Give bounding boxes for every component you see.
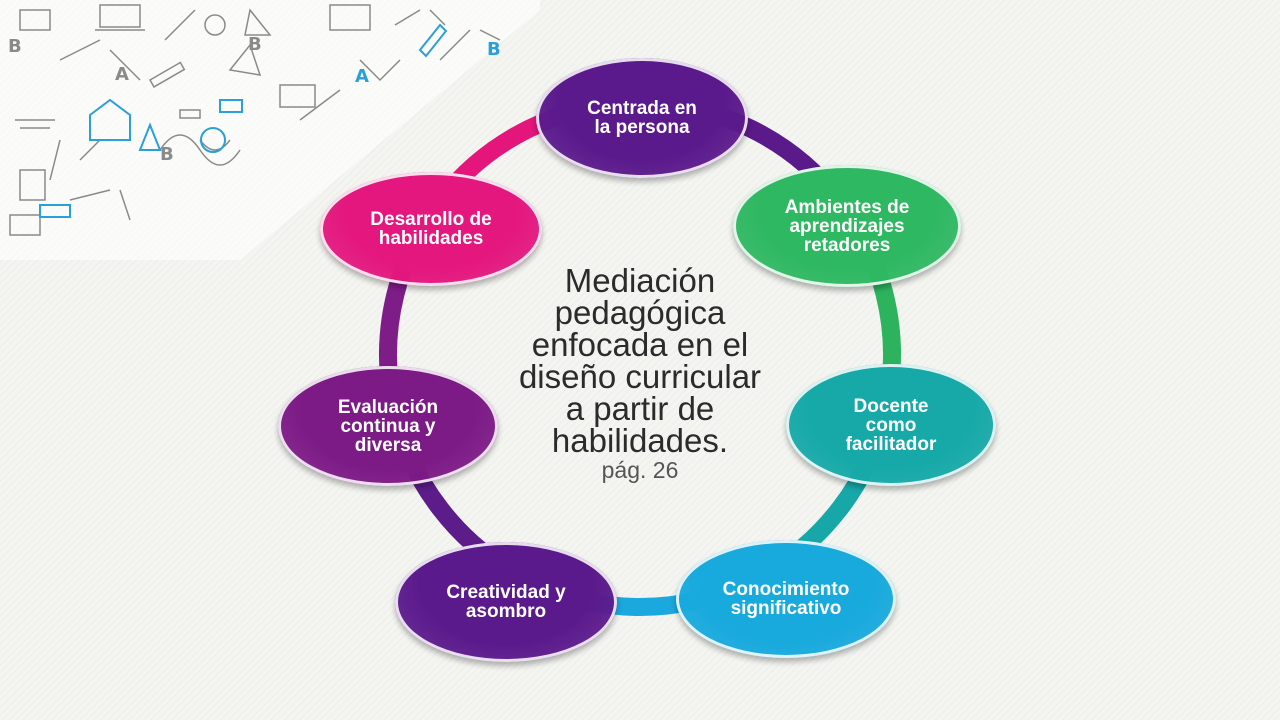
svg-text:B: B	[160, 144, 174, 165]
node-centrada-en-la-persona: Centrada en la persona	[536, 58, 748, 178]
svg-text:B: B	[248, 34, 262, 55]
node-label: Ambientes de aprendizajes retadores	[784, 196, 910, 256]
svg-text:A: A	[355, 66, 369, 87]
school-doodles-decoration: B A B B A B	[0, 0, 540, 260]
node-evaluacion-continua: Evaluación continua y diversa	[278, 366, 498, 486]
node-label: Desarrollo de habilidades	[370, 209, 492, 249]
center-title: Mediación pedagógica enfocada en el dise…	[518, 262, 762, 459]
page-reference: pág. 26	[601, 457, 679, 483]
node-label: Evaluación continua y diversa	[337, 396, 439, 456]
node-label: Creatividad y asombro	[446, 582, 566, 622]
node-creatividad-y-asombro: Creatividad y asombro	[395, 542, 617, 662]
node-desarrollo-de-habilidades: Desarrollo de habilidades	[320, 172, 542, 286]
node-ambientes-de-aprendizajes: Ambientes de aprendizajes retadores	[733, 165, 961, 287]
node-label: Centrada en la persona	[587, 98, 697, 138]
node-conocimiento-significativo: Conocimiento significativo	[676, 540, 896, 658]
node-docente-como-facilitador: Docente como facilitador	[786, 364, 996, 486]
svg-text:B: B	[8, 36, 22, 57]
svg-text:B: B	[487, 39, 501, 60]
svg-text:A: A	[115, 64, 129, 85]
center-title-block: Mediación pedagógica enfocada en el dise…	[470, 262, 810, 483]
node-label: Docente como facilitador	[845, 395, 937, 455]
node-label: Conocimiento significativo	[722, 579, 850, 619]
